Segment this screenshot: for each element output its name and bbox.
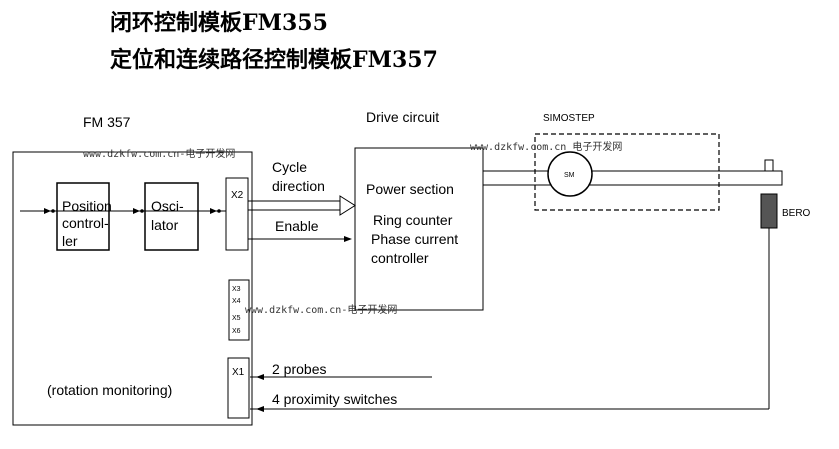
x2-connector (225, 177, 249, 251)
position-controller-line-1: Position (62, 198, 112, 214)
enable-arrow (344, 236, 352, 242)
fm357-label: FM 357 (83, 114, 131, 130)
ring-counter-line-3: controller (371, 250, 429, 266)
title-line-2: 定位和连续路径控制模板FM357 (110, 47, 438, 73)
simostep-box (534, 133, 720, 211)
arrow-into-x2 (210, 208, 217, 214)
arrow-into-oscillator (133, 208, 140, 214)
bero-sensor (760, 193, 778, 229)
dot (51, 209, 55, 213)
proximity-switches-label: 4 proximity switches (272, 391, 397, 407)
drive-circuit-box (354, 147, 484, 311)
motor-shaft (482, 170, 783, 186)
watermark: www.dzkfw.com.cn-电子开发网 (245, 303, 397, 316)
simostep-label: SIMOSTEP (543, 113, 595, 124)
x1-connector (227, 357, 250, 419)
position-controller-line-3: ler (62, 233, 78, 249)
probes-label: 2 probes (272, 361, 326, 377)
drive-circuit-label: Drive circuit (366, 109, 439, 125)
cycle-direction-line-2: direction (272, 178, 325, 194)
x6-label: X6 (232, 328, 241, 335)
motor-label: SM (564, 172, 575, 179)
position-controller-line-2: control- (62, 215, 109, 231)
dot (217, 209, 221, 213)
x3-label: X3 (232, 286, 241, 293)
power-section-label: Power section (366, 181, 454, 197)
x3-x6-connector (228, 279, 250, 341)
oscillator-line-1: Osci- (151, 198, 184, 214)
watermark: www.dzkfw.com.cn-电子开发网 (83, 147, 235, 160)
x5-label: X5 (232, 315, 241, 322)
proximity-arrow (256, 406, 264, 412)
stepper-motor-icon (547, 151, 593, 197)
oscillator-line-2: lator (151, 217, 179, 233)
enable-label: Enable (275, 218, 319, 234)
dot (140, 209, 144, 213)
fm357-box (12, 151, 253, 426)
title-line-1: 闭环控制模板FM355 (110, 10, 328, 36)
ring-counter-line-2: Phase current (371, 231, 458, 247)
watermark: www.dzkfw.com.cn 电子开发网 (470, 140, 622, 153)
bero-label: BERO (782, 208, 811, 219)
oscillator-box (144, 182, 199, 251)
cycle-direction-arrow (339, 195, 356, 216)
ring-counter-line-1: Ring counter (373, 212, 453, 228)
x2-label: X2 (231, 190, 244, 201)
shaft-cam (764, 159, 774, 172)
x1-label: X1 (232, 367, 245, 378)
rotation-monitoring-label: (rotation monitoring) (47, 382, 172, 398)
cycle-direction-line-1: Cycle (272, 159, 307, 175)
x4-label: X4 (232, 298, 241, 305)
position-controller-box (56, 182, 110, 251)
probes-arrow (256, 374, 264, 380)
arrow-into-position-controller (44, 208, 51, 214)
